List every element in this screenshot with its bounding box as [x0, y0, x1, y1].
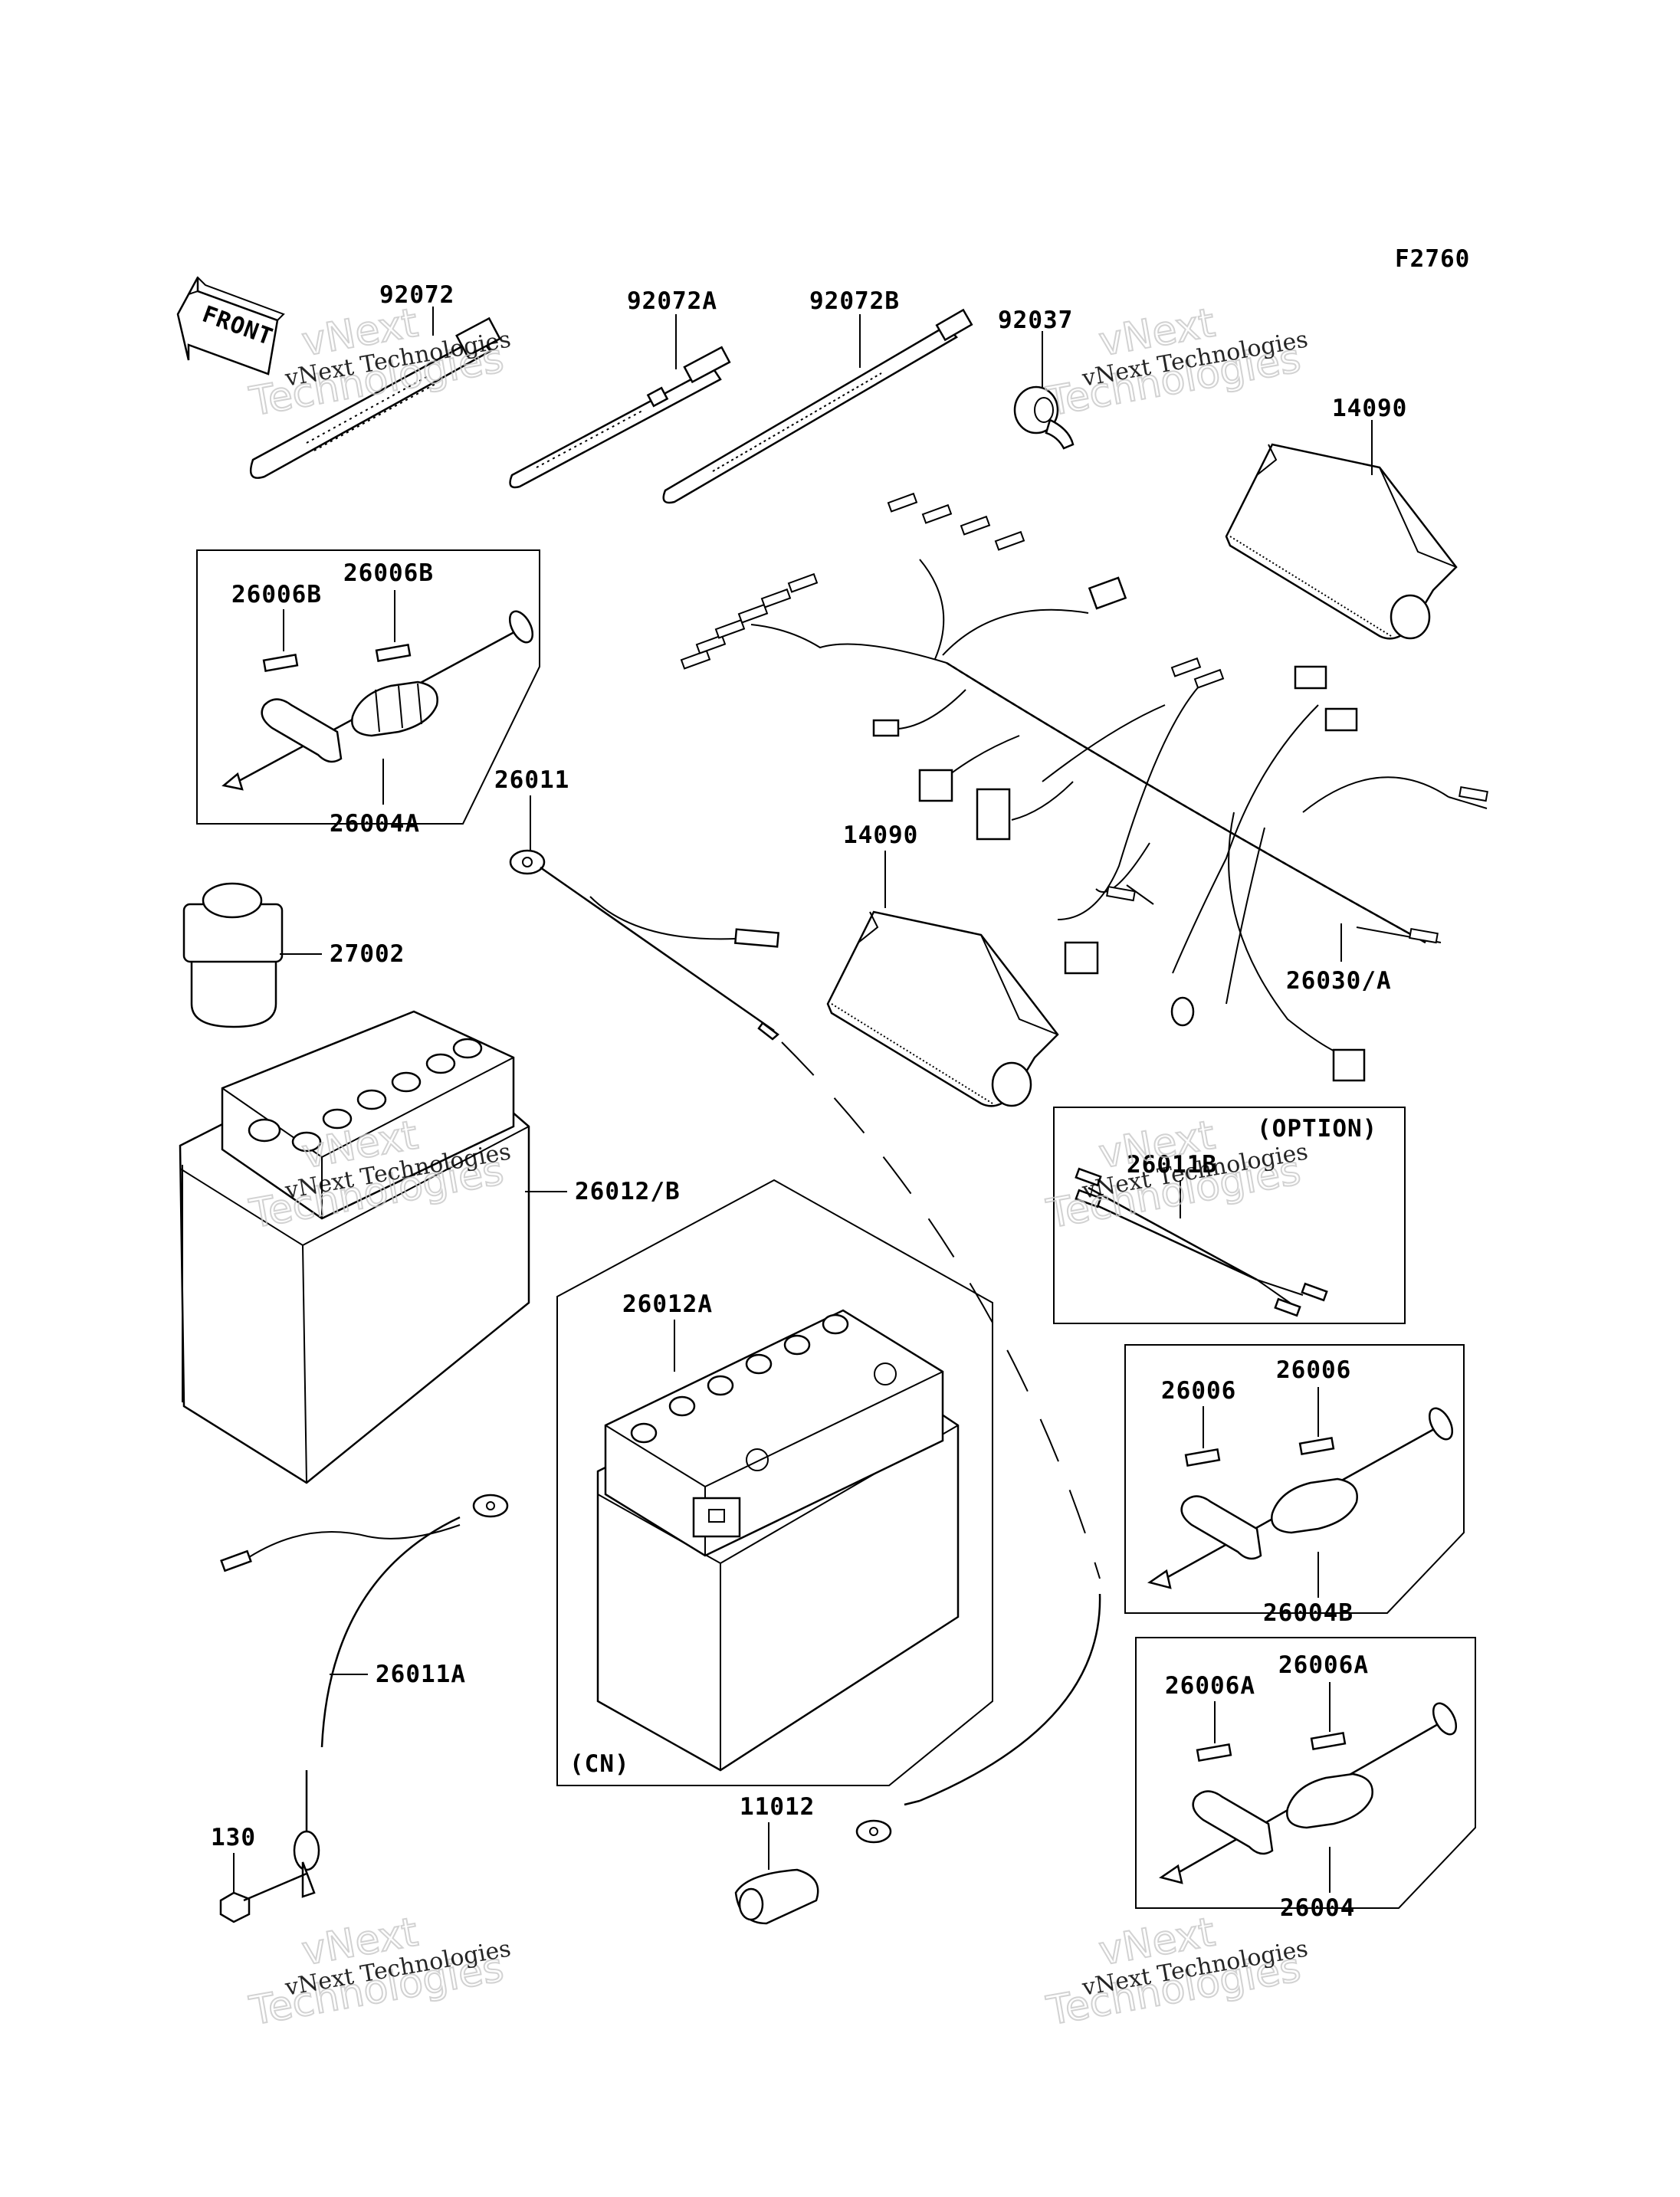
front-arrow-icon: FRONT [176, 276, 285, 375]
label-26004: 26004 [1280, 1894, 1355, 1922]
battery-box-cn-26012a: 26012A (CN) [556, 1179, 993, 1786]
label-14090-top: 14090 [1332, 395, 1407, 422]
fuse-kit-box-26004: 26006A 26006A 26004 [1135, 1637, 1476, 1922]
label-26006a-1: 26006A [1165, 1672, 1255, 1700]
label-26011b: 26011B [1127, 1151, 1217, 1179]
cable-tie-92072: 92072 [249, 281, 501, 479]
watermark-6: vNext Technologies vNext Technologies [1042, 1909, 1310, 2036]
battery-26012b: 26012/B [179, 1010, 681, 1484]
label-26006-2: 26006 [1276, 1356, 1351, 1384]
label-92072b: 92072B [809, 287, 900, 315]
option-box-26011b: (OPTION) 26011B [1053, 1107, 1406, 1324]
label-26004a: 26004A [330, 810, 420, 838]
clamp-92037: 92037 [998, 307, 1075, 450]
wire-harness-26030a: 26030/A [680, 492, 1488, 1082]
fuse-kit-box-26004a: 26006B 26006B 26004A [196, 549, 540, 838]
label-92072a: 92072A [627, 287, 717, 315]
label-26006b-1: 26006B [231, 581, 322, 608]
bolt-130: 130 [211, 1824, 307, 1923]
cover-14090-top: 14090 [1225, 395, 1458, 640]
label-92037: 92037 [998, 307, 1073, 334]
figure-code: F2760 [1395, 245, 1470, 273]
label-92072: 92072 [379, 281, 454, 309]
cable-tie-92072b: 92072B [662, 287, 973, 504]
cable-tie-92072a: 92072A [509, 287, 731, 489]
watermark-5: vNext Technologies vNext Technologies [245, 1909, 513, 2036]
label-27002: 27002 [330, 940, 405, 968]
label-26012a: 26012A [622, 1290, 713, 1318]
fuse-kit-box-26004b: 26006 26006 26004B [1124, 1344, 1465, 1627]
label-26006b-2: 26006B [343, 559, 434, 587]
label-option: (OPTION) [1257, 1115, 1377, 1143]
label-130: 130 [211, 1824, 256, 1851]
label-26012b: 26012/B [575, 1178, 681, 1205]
label-cn: (CN) [569, 1750, 630, 1778]
dashed-connector [781, 1041, 1101, 1579]
label-26030a: 26030/A [1286, 967, 1392, 995]
label-26006a-2: 26006A [1278, 1651, 1369, 1679]
cable-26011: 26011 [494, 766, 780, 1041]
label-11012: 11012 [740, 1793, 815, 1821]
label-26006-1: 26006 [1161, 1377, 1236, 1405]
cable-26011a: 26011A [220, 1494, 509, 1898]
label-26011: 26011 [494, 766, 569, 794]
relay-27002: 27002 [182, 882, 405, 1028]
watermark-2: vNext Technologies vNext Technologies [1042, 300, 1310, 427]
label-26011a: 26011A [376, 1661, 466, 1688]
cover-14090-mid: 14090 [826, 821, 1059, 1107]
label-14090-mid: 14090 [843, 821, 918, 849]
label-26004b: 26004B [1263, 1599, 1354, 1627]
cable-and-cap-11012: 11012 [734, 1593, 1101, 1925]
